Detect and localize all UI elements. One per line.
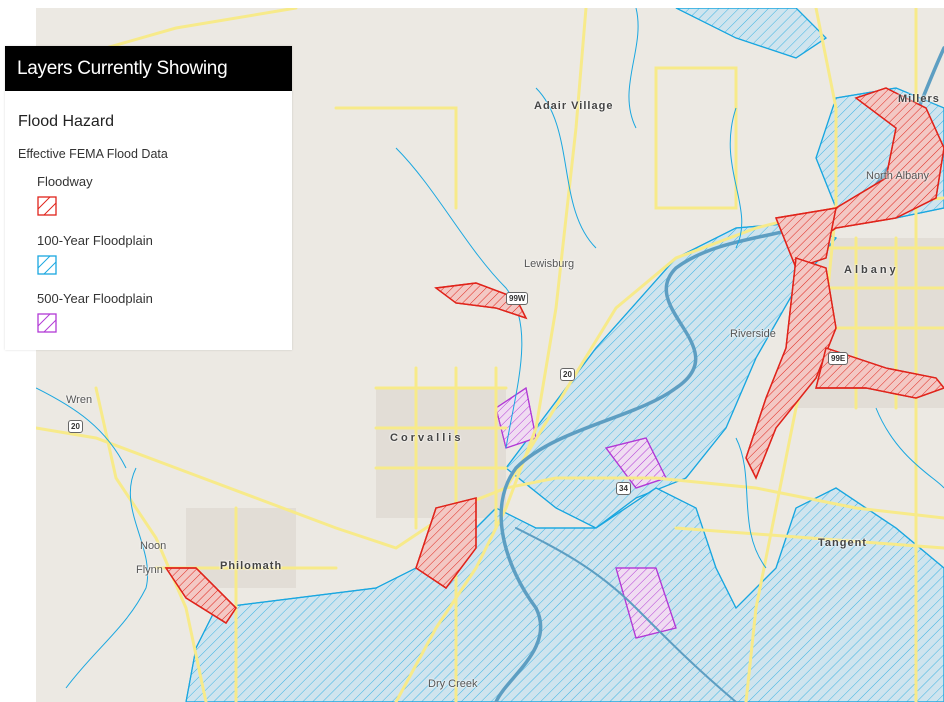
label-philomath: Philomath — [220, 560, 283, 572]
label-adair-village: Adair Village — [534, 100, 614, 112]
label-flynn: Flynn — [136, 564, 163, 576]
legend-item-floodway-label: Floodway — [37, 174, 93, 189]
shield-us-20-east: 20 — [560, 368, 575, 381]
label-north-albany: North Albany — [866, 170, 929, 182]
map-view[interactable]: Adair Village Millers North Albany Alban… — [36, 8, 944, 702]
legend-subtitle: Effective FEMA Flood Data — [18, 147, 168, 161]
label-millers: Millers — [898, 93, 940, 105]
streams — [36, 8, 944, 689]
label-dry-creek: Dry Creek — [428, 678, 478, 690]
floodplain-500-swatch-icon — [37, 313, 57, 333]
floodplain-500-areas — [495, 387, 677, 639]
legend-item-500-year-label: 500-Year Floodplain — [37, 291, 153, 306]
label-albany: Albany — [844, 264, 899, 276]
legend-layer-title: Flood Hazard — [18, 113, 115, 130]
label-lewisburg: Lewisburg — [524, 258, 575, 270]
label-riverside: Riverside — [730, 328, 776, 340]
label-wren: Wren — [66, 394, 93, 406]
label-corvallis: Corvallis — [390, 432, 464, 444]
shield-us-99w: 99W — [506, 292, 529, 305]
map-canvas — [36, 8, 944, 702]
shield-us-20-west: 20 — [68, 420, 83, 433]
label-noon: Noon — [140, 540, 167, 552]
label-tangent: Tangent — [818, 537, 867, 549]
floodway-swatch-icon — [37, 196, 57, 216]
floodplain-100-swatch-icon — [37, 255, 57, 275]
legend-header: Layers Currently Showing — [5, 46, 292, 91]
shield-99e: 99E — [828, 352, 849, 365]
floodplain-100-areas — [185, 8, 944, 702]
legend-panel: Layers Currently Showing Flood Hazard Ef… — [5, 46, 292, 350]
shield-or-34: 34 — [616, 482, 631, 495]
legend-item-100-year-label: 100-Year Floodplain — [37, 233, 153, 248]
